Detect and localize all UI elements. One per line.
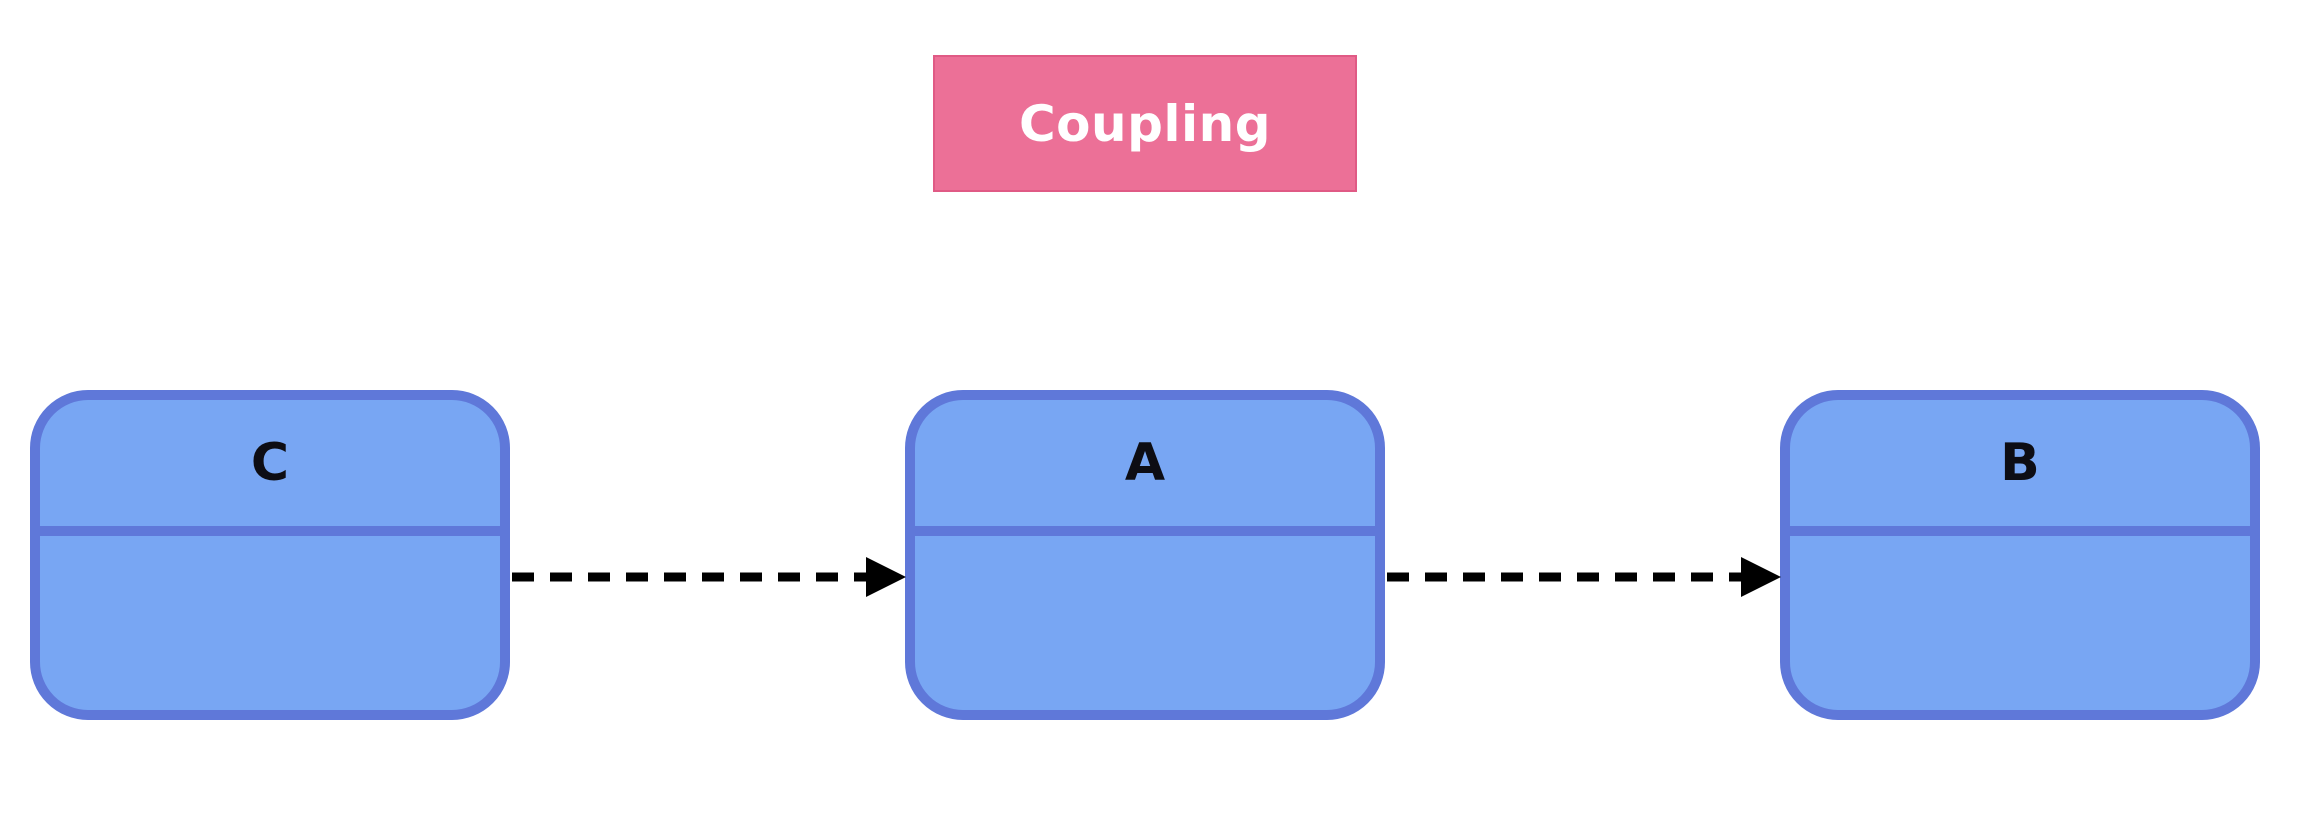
arrowhead-icon: [866, 557, 906, 597]
class-divider: [1790, 526, 2250, 536]
edge-c-to-a: [512, 557, 906, 597]
class-box-a[interactable]: A: [905, 390, 1385, 720]
edge-a-to-b: [1387, 557, 1781, 597]
class-body: [40, 536, 500, 710]
class-body: [1790, 536, 2250, 710]
class-divider: [915, 526, 1375, 536]
class-divider: [40, 526, 500, 536]
class-box-b[interactable]: B: [1780, 390, 2260, 720]
class-name-b: B: [2000, 433, 2040, 493]
diagram-title-text: Coupling: [1018, 94, 1272, 153]
class-body: [915, 536, 1375, 710]
diagram-title: Coupling: [933, 55, 1357, 192]
class-box-c[interactable]: C: [30, 390, 510, 720]
arrowhead-icon: [1741, 557, 1781, 597]
class-name-c: C: [250, 433, 290, 493]
class-name-a: A: [1124, 433, 1166, 493]
